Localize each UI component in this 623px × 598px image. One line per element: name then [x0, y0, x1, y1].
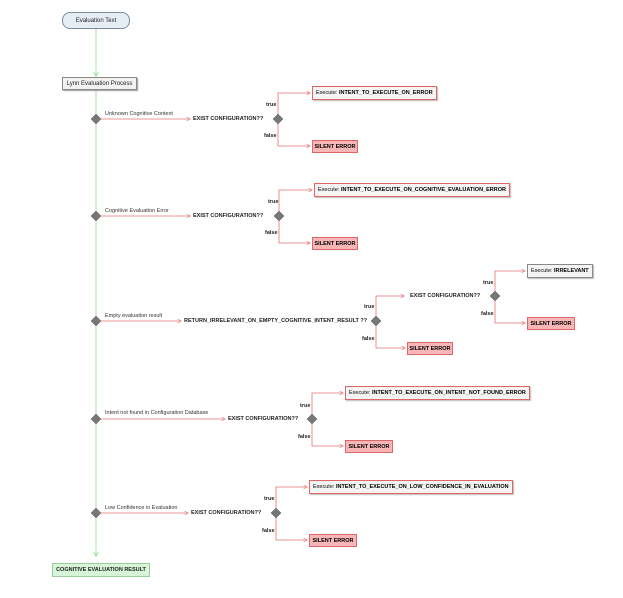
true-label: true [264, 496, 275, 502]
condition-label: Low Confidence in Evaluation [105, 505, 178, 511]
false-label: false [265, 230, 278, 236]
execute-command: INTENT_TO_EXECUTE_ON_INTENT_NOT_FOUND_ER… [371, 390, 526, 396]
nested-question-label: EXIST CONFIGURATION?? [410, 293, 481, 299]
silent-error-box: SILENT ERROR [527, 317, 575, 330]
true-label: true [483, 280, 494, 286]
question-label: RETURN_IRRELEVANT_ON_EMPTY_COGNITIVE_INT… [184, 318, 368, 324]
execute-command: INTENT_TO_EXECUTE_ON_ERROR [338, 90, 433, 96]
decision-diamond [90, 413, 102, 425]
false-label: false [262, 528, 275, 534]
condition-label: Cognitive Evaluation Error [105, 208, 169, 214]
false-label: false [481, 311, 494, 317]
branch-connectors [101, 93, 525, 540]
question-label: EXIST CONFIGURATION?? [228, 416, 299, 422]
silent-error-box: SILENT ERROR [407, 342, 453, 355]
execute-prefix: Execute: [349, 390, 371, 396]
execute-prefix: Execute: [313, 484, 335, 490]
true-label: true [364, 304, 375, 310]
question-label: EXIST CONFIGURATION?? [193, 213, 264, 219]
condition-label: Unknown Cognitive Context [105, 111, 173, 117]
execute-command: IRRELEVANT [553, 268, 589, 274]
execute-prefix: Execute: [316, 90, 338, 96]
execute-command: INTENT_TO_EXECUTE_ON_LOW_CONFIDENCE_IN_E… [335, 484, 509, 490]
process-node: Lynn Evaluation Process [62, 77, 137, 90]
silent-error-box: SILENT ERROR [309, 534, 357, 547]
false-label: false [264, 133, 277, 139]
decision-diamond [306, 413, 318, 425]
true-label: true [300, 403, 311, 409]
decision-diamond [90, 113, 102, 125]
execute-box: Execute: INTENT_TO_EXECUTE_ON_INTENT_NOT… [345, 386, 530, 400]
decision-diamond [90, 507, 102, 519]
decision-diamond [489, 290, 501, 302]
silent-error-box: SILENT ERROR [312, 237, 358, 250]
true-label: true [266, 102, 277, 108]
question-label: EXIST CONFIGURATION?? [193, 116, 264, 122]
condition-label: Empty evaluation result [105, 313, 163, 319]
execute-box: Execute: INTENT_TO_EXECUTE_ON_ERROR [312, 86, 437, 100]
silent-error-box: SILENT ERROR [312, 140, 358, 153]
condition-label: Intent not found in Configuration Databa… [105, 410, 209, 416]
decision-diamond [273, 210, 285, 222]
false-label: false [362, 336, 375, 342]
true-label: true [268, 199, 279, 205]
decision-diamond [370, 315, 382, 327]
silent-error-box: SILENT ERROR [345, 440, 393, 453]
false-label: false [298, 434, 311, 440]
execute-prefix: Execute: [531, 268, 553, 274]
decision-diamond [90, 315, 102, 327]
start-node: Evaluation Text [62, 12, 130, 29]
decision-diamond [90, 210, 102, 222]
execute-box: Execute: INTENT_TO_EXECUTE_ON_COGNITIVE_… [314, 183, 510, 197]
result-node: COGNITIVE EVALUATION RESULT [52, 563, 150, 577]
decision-diamonds [90, 113, 501, 519]
decision-diamond [272, 113, 284, 125]
execute-box: Execute: IRRELEVANT [527, 264, 593, 278]
decision-diamond [270, 507, 282, 519]
question-label: EXIST CONFIGURATION?? [191, 510, 262, 516]
execute-command: INTENT_TO_EXECUTE_ON_COGNITIVE_EVALUATIO… [340, 187, 506, 193]
execute-box: Execute: INTENT_TO_EXECUTE_ON_LOW_CONFID… [309, 480, 513, 494]
execute-prefix: Execute: [318, 187, 340, 193]
